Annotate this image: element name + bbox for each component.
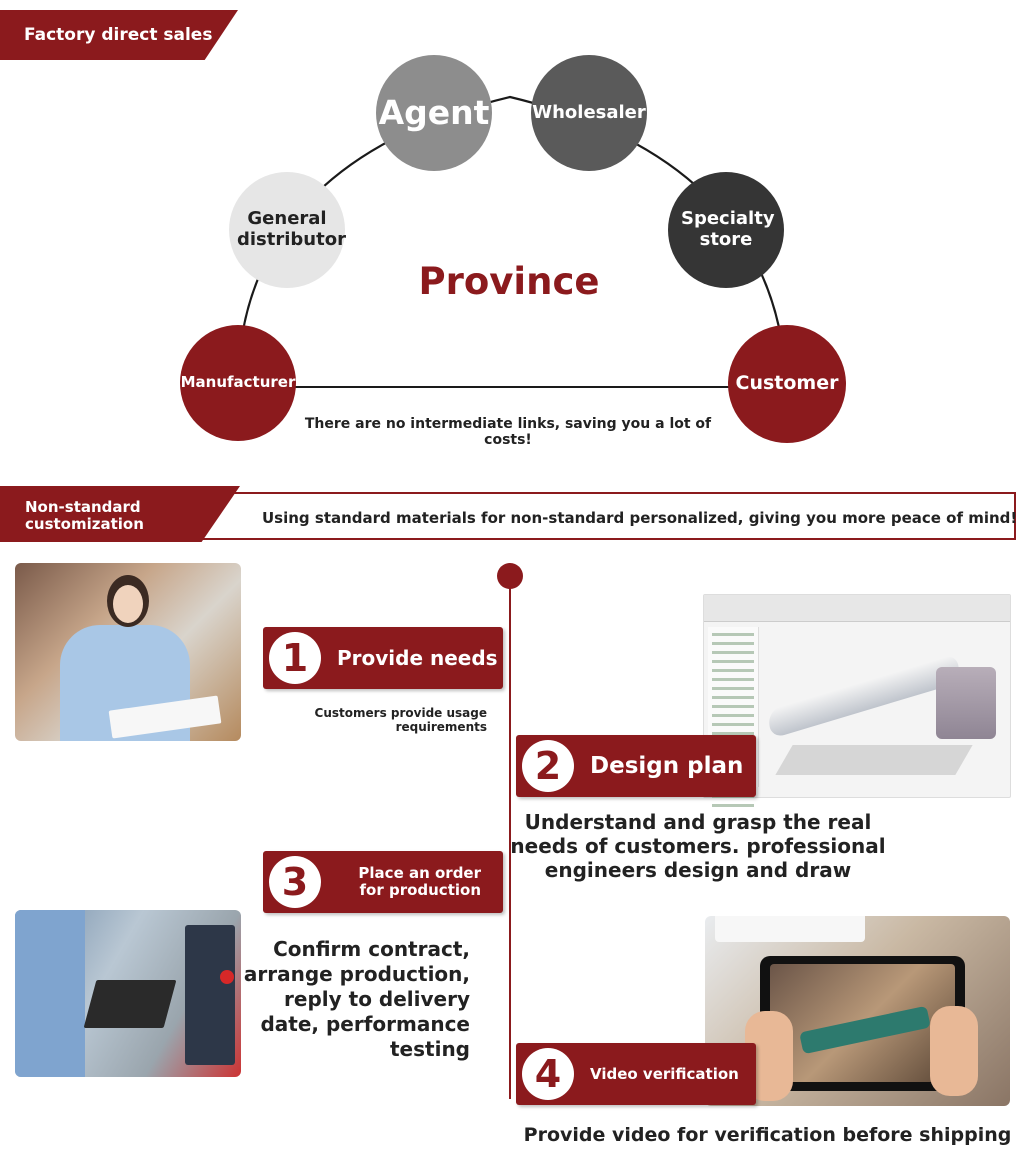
customization-banner <box>0 486 240 542</box>
agent-label: Agent <box>378 93 490 133</box>
tablet-video-photo <box>705 916 1010 1106</box>
manufacturer-label: Manufacturer <box>180 373 296 392</box>
step-description-1: Customers provide usage requirements <box>314 706 487 734</box>
step-description-3: Confirm contract, arrange production, re… <box>243 937 470 1061</box>
step-provide-needs: 1 Provide needs <box>263 627 503 689</box>
factory-direct-title: Factory direct sales <box>24 25 213 45</box>
engineer-photo <box>15 910 241 1077</box>
province-label: Province <box>418 260 600 303</box>
wholesaler-node: Wholesaler <box>531 55 647 171</box>
customer-node: Customer <box>728 325 846 443</box>
manufacturer-node: Manufacturer <box>180 325 296 441</box>
timeline-dot <box>497 563 523 589</box>
step-number-4: 4 <box>522 1048 574 1100</box>
diagram-connectors <box>236 95 788 388</box>
step-number-3: 3 <box>269 856 321 908</box>
customization-banner-frame <box>0 492 1016 540</box>
step-description-2: Understand and grasp the real needs of c… <box>510 810 886 882</box>
step-number-1: 1 <box>269 632 321 684</box>
wholesaler-label: Wholesaler <box>532 101 646 123</box>
no-intermediate-caption: There are no intermediate links, saving … <box>304 416 712 448</box>
step-design-plan: 2 Design plan <box>516 735 756 797</box>
general-distributor-node: General distributor <box>229 172 346 288</box>
timeline-line <box>509 574 511 1099</box>
specialty-store-label: Specialty store <box>681 208 775 250</box>
cad-design-screenshot <box>703 594 1011 807</box>
customer-photo <box>15 563 241 741</box>
step-place-order: 3 Place an order for production <box>263 851 503 913</box>
general-distributor-label: General distributor <box>237 208 346 250</box>
step-label-3: Place an order for production <box>358 864 481 899</box>
specialty-store-node: Specialty store <box>668 172 784 288</box>
customer-label: Customer <box>735 372 839 395</box>
step-label-1: Provide needs <box>337 646 498 670</box>
step-number-2: 2 <box>522 740 574 792</box>
step-description-4: Provide video for verification before sh… <box>523 1124 1012 1146</box>
factory-direct-banner <box>0 10 238 60</box>
step-label-4: Video verification <box>590 1065 739 1083</box>
customization-slogan: Using standard materials for non-standar… <box>262 509 1018 527</box>
step-video-verification: 4 Video verification <box>516 1043 756 1105</box>
customization-title: Non-standard customization <box>25 498 144 533</box>
step-label-2: Design plan <box>590 753 744 779</box>
agent-node: Agent <box>376 55 492 171</box>
